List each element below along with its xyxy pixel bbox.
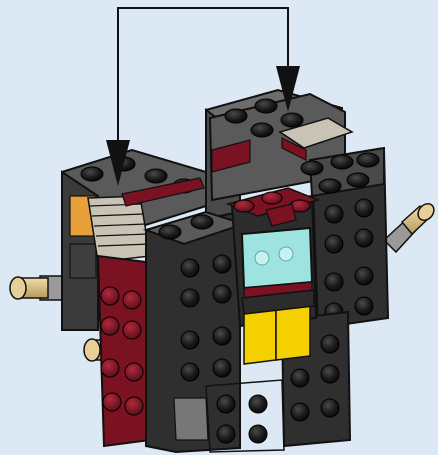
right-thruster — [384, 201, 437, 252]
cockpit-window — [242, 228, 312, 288]
cockpit-section — [228, 188, 318, 364]
